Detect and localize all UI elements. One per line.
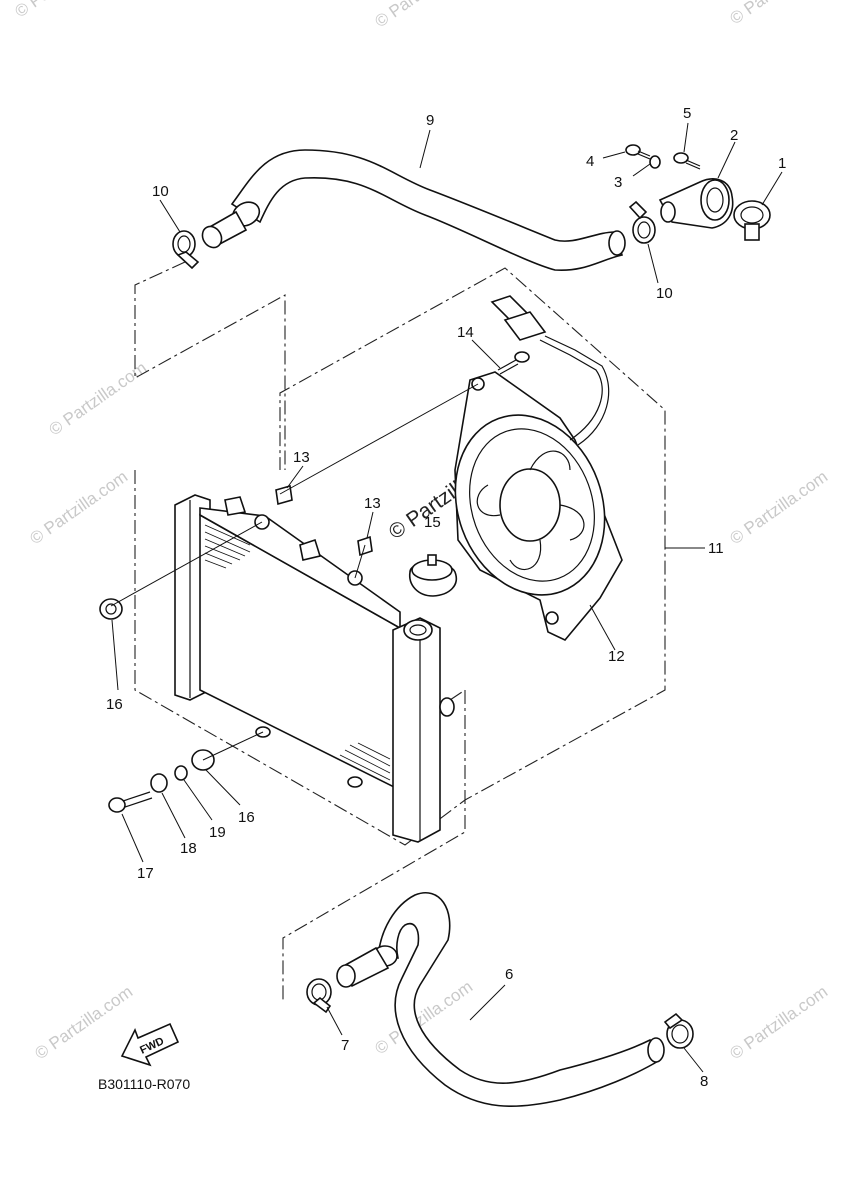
callout-5: 5 bbox=[683, 105, 691, 122]
watermark-left-upper: © Partzilla.com bbox=[45, 358, 150, 439]
callout-10-left: 10 bbox=[152, 183, 169, 200]
callout-19: 19 bbox=[209, 824, 226, 841]
assembly-outline bbox=[134, 261, 705, 1000]
leaders bbox=[110, 122, 783, 1073]
callout-1: 1 bbox=[778, 155, 786, 172]
diagram-code: B301110-R070 bbox=[98, 1076, 190, 1092]
hose-clamp-right bbox=[628, 200, 656, 244]
watermark-mid: © Partzilla.com bbox=[31, 982, 136, 1063]
thermostat bbox=[733, 200, 771, 241]
hose-clamp-left bbox=[172, 230, 200, 270]
callout-7: 7 bbox=[341, 1037, 349, 1054]
callout-10-right: 10 bbox=[656, 285, 673, 302]
watermark-left-mid: © Partzilla.com bbox=[26, 467, 131, 548]
callout-15: 15 bbox=[424, 514, 441, 531]
callout-3: 3 bbox=[614, 174, 622, 191]
callouts: 1 2 3 4 5 9 10 10 14 13 13 15 11 12 16 1… bbox=[106, 105, 786, 1090]
callout-13-right: 13 bbox=[364, 495, 381, 512]
watermark-top-mid: © Partzilla.com bbox=[371, 0, 476, 31]
callout-11: 11 bbox=[708, 540, 724, 557]
fwd-arrow-icon: FWD bbox=[120, 1022, 180, 1067]
radiator-cap bbox=[408, 554, 457, 597]
callout-2: 2 bbox=[730, 127, 738, 144]
bolt-14 bbox=[497, 351, 530, 375]
upper-hose bbox=[201, 149, 626, 271]
watermark-bottom-right: © Partzilla.com bbox=[726, 982, 831, 1063]
hose-clamp-8 bbox=[663, 1012, 694, 1049]
callout-8: 8 bbox=[700, 1073, 708, 1090]
callout-4: 4 bbox=[586, 153, 594, 170]
bolts-gaskets-top bbox=[625, 144, 701, 170]
thermostat-housing bbox=[658, 178, 734, 229]
callout-14: 14 bbox=[457, 324, 474, 341]
callout-17: 17 bbox=[137, 865, 154, 882]
callout-12: 12 bbox=[608, 648, 625, 665]
callout-16-left: 16 bbox=[106, 696, 123, 713]
hose-clamp-7 bbox=[306, 978, 332, 1014]
callout-9: 9 bbox=[426, 112, 434, 129]
radiator bbox=[174, 494, 455, 843]
callout-6: 6 bbox=[505, 966, 513, 983]
watermark-top-right: © Partzilla.com bbox=[726, 0, 831, 28]
callout-13-left: 13 bbox=[293, 449, 310, 466]
watermark-top-left: © Partzilla.com bbox=[11, 0, 116, 21]
cooling-fan bbox=[454, 295, 623, 641]
callout-16-right: 16 bbox=[238, 809, 255, 826]
callout-18: 18 bbox=[180, 840, 197, 857]
watermark-right-mid: © Partzilla.com bbox=[726, 467, 831, 548]
lower-hose bbox=[336, 892, 665, 1108]
